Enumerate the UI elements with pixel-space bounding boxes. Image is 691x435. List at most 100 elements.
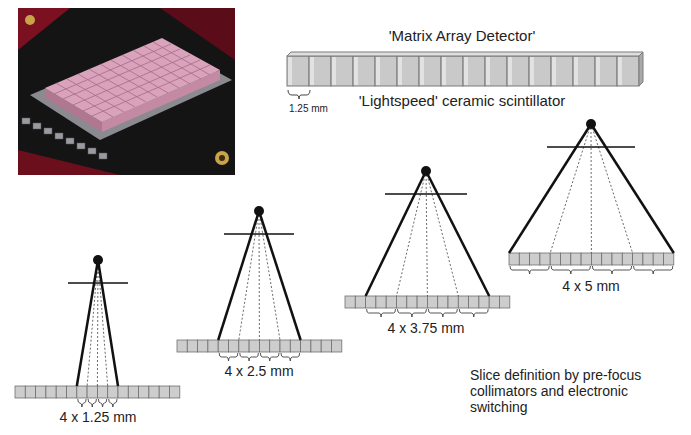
slice-config-label: 4 x 1.25 mm <box>59 409 136 425</box>
cell-highlight <box>618 57 622 85</box>
cell-highlight <box>574 57 578 85</box>
slice-divider <box>97 260 99 386</box>
slice-divider <box>239 211 259 340</box>
detector-cell <box>77 386 87 398</box>
detector-cell <box>529 56 551 86</box>
detector-cell <box>67 386 77 398</box>
detector-cell <box>595 56 617 86</box>
detector-cell <box>239 340 249 352</box>
detector-cell <box>208 340 218 352</box>
cell-highlight <box>332 57 336 85</box>
collimator <box>547 146 635 148</box>
slice-bracket <box>260 353 279 361</box>
detector-cell <box>259 340 269 352</box>
slice-divider <box>591 124 633 253</box>
slice-config-label: 4 x 2.5 mm <box>224 363 293 379</box>
detector-cell <box>25 386 35 398</box>
detector-cell <box>287 56 309 86</box>
slice-divider <box>87 260 98 386</box>
cone-edge <box>366 171 426 296</box>
detector-cell <box>159 386 169 398</box>
collimator <box>224 233 294 235</box>
detector-cell <box>500 296 510 308</box>
slice-cones <box>15 119 674 407</box>
slice-bracket <box>98 399 106 407</box>
detector-cell <box>550 253 560 265</box>
detector-cell <box>540 253 550 265</box>
detector-cell <box>653 253 663 265</box>
detector-cell <box>469 296 479 308</box>
detector-cell <box>664 253 674 265</box>
detector-cell <box>571 253 581 265</box>
detector-cell <box>633 253 643 265</box>
detector-cell <box>321 340 331 352</box>
detector-cell <box>36 386 46 398</box>
slice-bracket <box>510 266 549 274</box>
cell-highlight <box>530 57 534 85</box>
collimator <box>385 193 467 195</box>
cone-edge <box>591 124 674 253</box>
detector-photo <box>18 8 235 175</box>
detector-cell <box>56 386 66 398</box>
slice-bracket <box>592 266 631 274</box>
slice-divider <box>550 124 591 253</box>
slice-config-label: 4 x 3.75 mm <box>387 320 464 336</box>
detector-cell <box>591 253 601 265</box>
detector-cell <box>573 56 595 86</box>
slice-bracket <box>88 399 96 407</box>
cell-highlight <box>310 57 314 85</box>
focal-spot <box>93 255 103 265</box>
detector-cell <box>87 386 97 398</box>
detector-cell <box>489 296 499 308</box>
cell-highlight <box>596 57 600 85</box>
detector-cell <box>407 296 417 308</box>
detector-cell <box>397 296 407 308</box>
detector-cell <box>301 340 311 352</box>
cell-highlight <box>464 57 468 85</box>
slice-divider <box>259 211 280 340</box>
detector-cell <box>309 56 331 86</box>
slice-bracket <box>281 353 300 361</box>
detector-cell <box>612 253 622 265</box>
detector-cell <box>417 296 427 308</box>
detector-cell <box>149 386 159 398</box>
detector-cell <box>353 56 375 86</box>
collimator <box>68 282 128 284</box>
cone-edge <box>77 260 98 386</box>
detector-cell <box>485 56 507 86</box>
detector-cell <box>46 386 56 398</box>
slice-bracket <box>240 353 259 361</box>
detector-cell <box>519 253 529 265</box>
detector-cell <box>331 56 353 86</box>
cone-edge <box>259 211 301 340</box>
cell-highlight <box>442 57 446 85</box>
focal-spot <box>586 119 596 129</box>
slice-config-label: 4 x 5 mm <box>562 278 620 294</box>
cell-highlight <box>486 57 490 85</box>
slice-bracket <box>428 309 457 317</box>
detector-cell <box>419 56 441 86</box>
cone-edge <box>509 124 591 253</box>
detector-cell <box>366 296 376 308</box>
detector-cell <box>602 253 612 265</box>
detector-cell <box>617 56 639 86</box>
detector-cell <box>118 386 128 398</box>
slice-divider <box>259 211 260 340</box>
slice-divider <box>98 260 108 386</box>
cell-highlight <box>398 57 402 85</box>
detector-cell <box>479 296 489 308</box>
cone-edge <box>218 211 259 340</box>
detector-cell <box>198 340 208 352</box>
detector-cell <box>581 253 591 265</box>
slice-bracket <box>219 353 238 361</box>
detector-cell <box>622 253 632 265</box>
detector-cell <box>448 296 458 308</box>
slice-bracket <box>459 309 488 317</box>
detector-cell <box>15 386 25 398</box>
cell-highlight <box>376 57 380 85</box>
detector-cell <box>507 56 529 86</box>
detector-cell <box>386 296 396 308</box>
detector-cell <box>561 253 571 265</box>
note-text: Slice definition by pre-focus collimator… <box>470 367 675 415</box>
focal-spot <box>254 206 264 216</box>
